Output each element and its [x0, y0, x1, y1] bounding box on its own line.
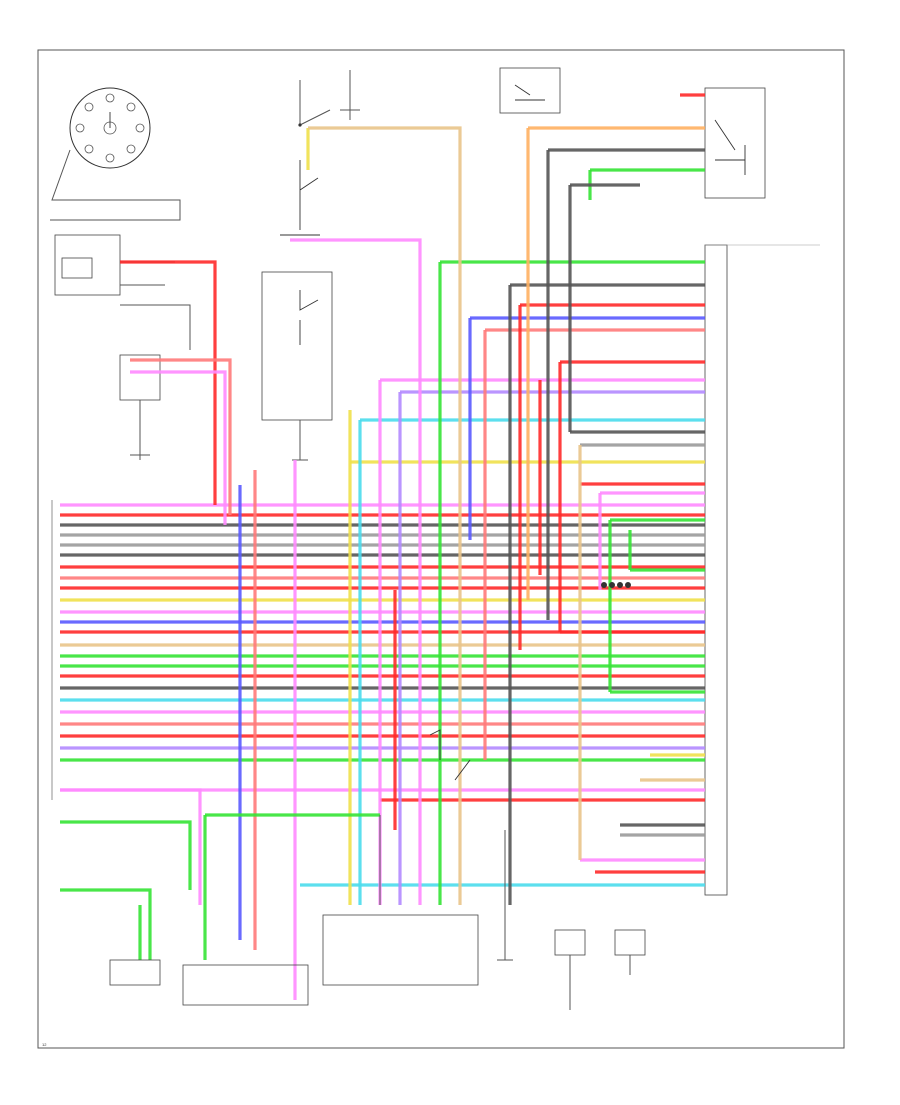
- lower-left-wires: [60, 788, 381, 960]
- ignition-switch: [280, 70, 360, 236]
- transmission-solenoid: [429, 729, 513, 961]
- distributor: [50, 87, 181, 221]
- switch-icon: [299, 290, 319, 345]
- diagram-frame: [37, 49, 845, 1049]
- distributor-cap-icon: [69, 87, 151, 169]
- starter-relay: [261, 271, 333, 461]
- splice-icon: [601, 582, 631, 588]
- relay-icon: [714, 119, 746, 175]
- transmission-module: [109, 914, 479, 1006]
- connector-icon: [322, 914, 479, 986]
- lower-right-sensors: [554, 929, 646, 1010]
- fuel-pump-relay: [704, 87, 766, 199]
- pcm-connector: [704, 244, 820, 896]
- page-label: 12: [42, 1042, 47, 1047]
- sensor-box-left: [54, 234, 191, 460]
- ground-block: [601, 582, 631, 588]
- vertical-wires: [238, 93, 705, 1000]
- left-sensor-wires: [120, 260, 232, 525]
- switch-icon: [280, 160, 320, 236]
- connector-icon: [429, 729, 441, 760]
- connector-icon: [704, 244, 728, 896]
- top-center-relay: [499, 67, 561, 114]
- harness-wires: [60, 503, 705, 802]
- pcm-upper-wires: [300, 260, 705, 887]
